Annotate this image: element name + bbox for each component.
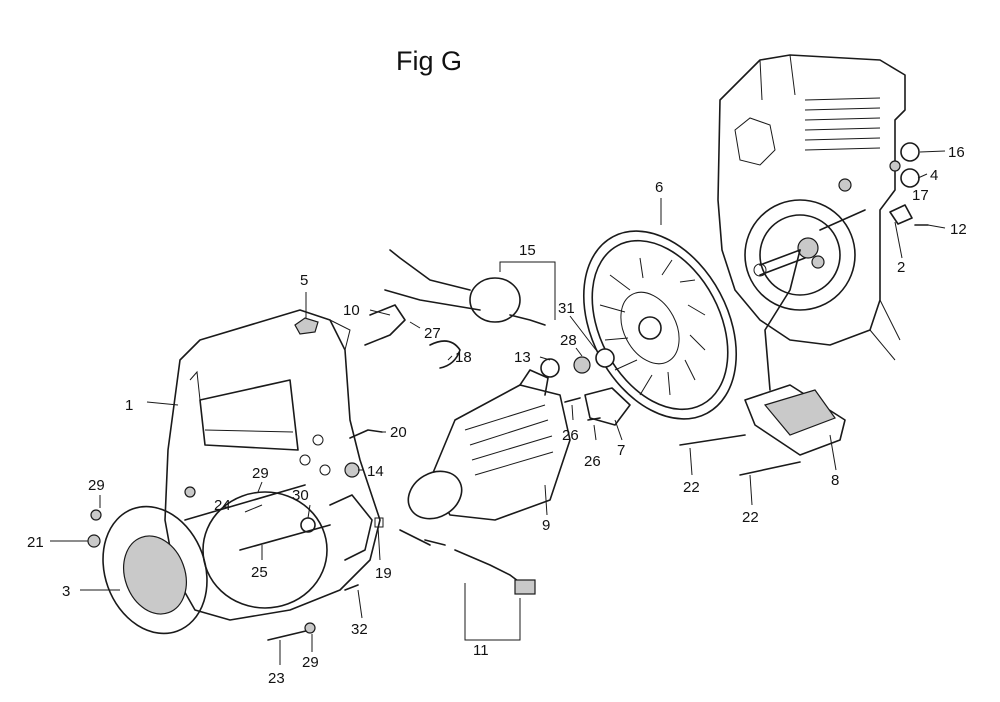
callout-22b: 22 (742, 509, 759, 526)
callout-29c: 29 (302, 654, 319, 671)
callout-3: 3 (62, 583, 70, 600)
small-parts (87, 142, 929, 641)
ignition-coil (744, 249, 846, 456)
screen-grid (102, 505, 208, 635)
callout-27: 27 (424, 325, 441, 342)
callout-4: 4 (930, 167, 938, 184)
callout-25: 25 (251, 564, 268, 581)
callout-12: 12 (950, 221, 967, 238)
flywheel (582, 230, 738, 420)
callout-29b: 29 (252, 465, 269, 482)
callout-24: 24 (214, 497, 231, 514)
callout-5: 5 (300, 272, 308, 289)
bracket (584, 387, 631, 426)
callout-26b: 26 (584, 453, 601, 470)
callout-20: 20 (390, 424, 407, 441)
callout-21: 21 (27, 534, 44, 551)
callout-31: 31 (558, 300, 575, 317)
leader-lines (50, 150, 946, 665)
callout-10: 10 (343, 302, 360, 319)
callout-23: 23 (268, 670, 285, 687)
engine-crankcase (717, 54, 906, 361)
callout-22a: 22 (683, 479, 700, 496)
callout-26a: 26 (562, 427, 579, 444)
callout-8: 8 (831, 472, 839, 489)
callout-32: 32 (351, 621, 368, 638)
callout-7: 7 (617, 442, 625, 459)
callout-14: 14 (367, 463, 384, 480)
callout-6: 6 (655, 179, 663, 196)
starter-motor (407, 369, 571, 521)
callout-2: 2 (897, 259, 905, 276)
charge-coil (384, 249, 546, 326)
fan-cover (164, 309, 381, 621)
callout-18: 18 (455, 349, 472, 366)
callout-17: 17 (912, 187, 929, 204)
figure-title: Fig G (396, 46, 463, 76)
callout-30: 30 (292, 487, 309, 504)
callout-16: 16 (948, 144, 965, 161)
callout-19: 19 (375, 565, 392, 582)
callout-15: 15 (519, 242, 536, 259)
callout-11: 11 (473, 642, 489, 659)
callout-28: 28 (560, 332, 577, 349)
callout-13: 13 (514, 349, 531, 366)
callouts: 1 2 3 4 5 6 7 8 9 10 11 12 13 14 15 16 1… (27, 144, 967, 687)
callout-29a: 29 (88, 477, 105, 494)
callout-1: 1 (125, 397, 133, 414)
callout-9: 9 (542, 517, 550, 534)
